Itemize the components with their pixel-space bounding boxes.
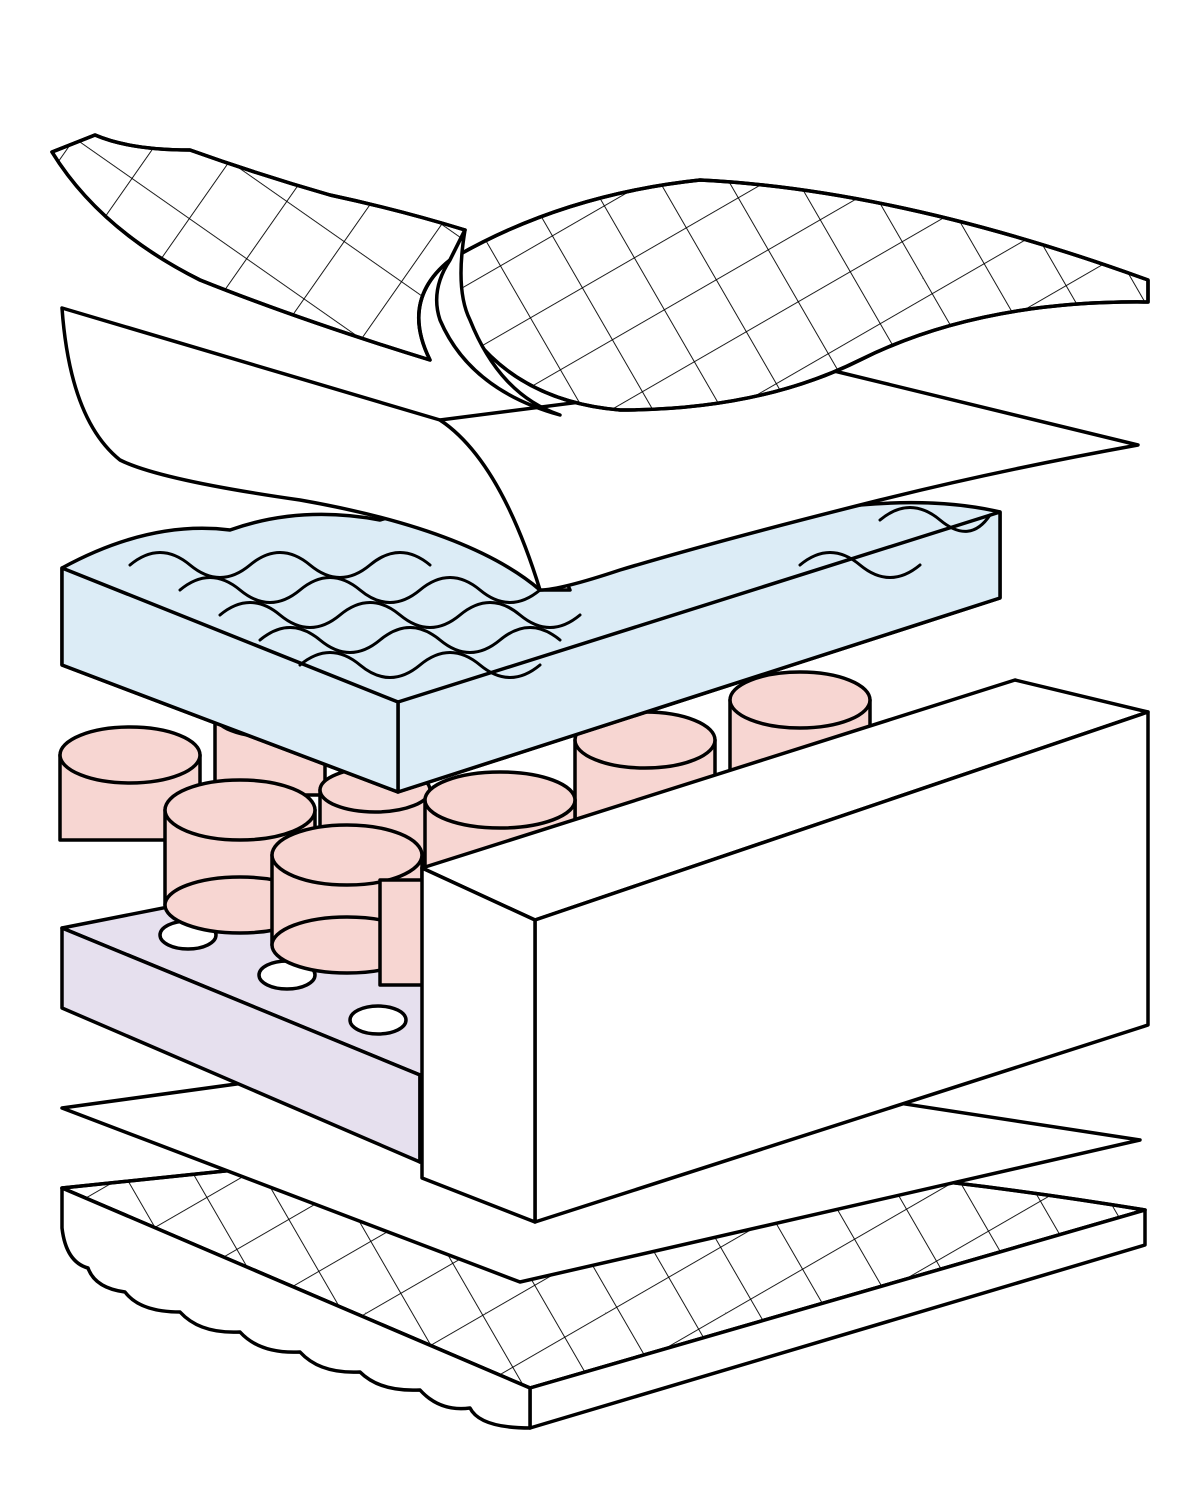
base-hole	[348, 1004, 408, 1036]
wave-foam-layer	[60, 496, 1002, 794]
quilted-bottom-cover	[60, 1153, 1147, 1430]
top-fabric-sheet	[60, 306, 1140, 592]
quilted-top-cover	[50, 133, 1150, 417]
edge-foam-block	[420, 678, 1150, 1224]
